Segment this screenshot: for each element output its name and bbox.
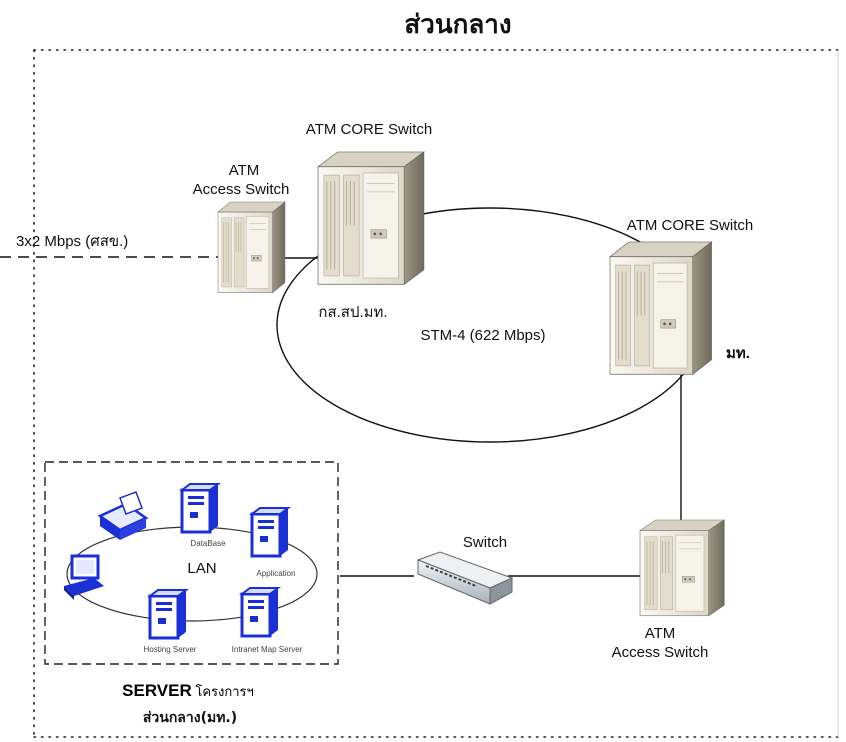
atm-core-switch-2: [609, 241, 713, 375]
intranet-map-server-icon: [240, 586, 280, 638]
access-switch-top-label-line1: ATM: [229, 162, 260, 179]
external-link-label: 3x2 Mbps (ศสข.): [16, 233, 128, 250]
lan-server-box: [44, 461, 339, 665]
core-switch-2-site-label: มท.: [726, 345, 750, 362]
lan-label: LAN: [187, 560, 216, 577]
application-server-label: Application: [256, 569, 295, 578]
hosting-server-icon: [148, 588, 188, 640]
atm-access-switch-top: [217, 201, 286, 294]
core-switch-1-site-label: กส.สป.มท.: [318, 304, 387, 321]
server-caption-bold: SERVER: [122, 681, 192, 700]
hosting-server-label: Hosting Server: [144, 645, 197, 654]
database-server-icon: [180, 482, 220, 534]
core-switch-2-label: ATM CORE Switch: [627, 217, 753, 234]
intranet-map-server-label: Intranet Map Server: [232, 645, 303, 654]
ethernet-switch: [416, 551, 514, 605]
ring-speed-label: STM-4 (622 Mbps): [420, 327, 545, 344]
switch-label: Switch: [463, 534, 507, 551]
application-server-icon: [250, 506, 290, 558]
server-caption-rest: โครงการฯ: [192, 684, 254, 699]
diagram-title: ส่วนกลาง: [404, 10, 511, 40]
server-caption-line1: SERVER โครงการฯ: [122, 681, 254, 700]
core-switch-1-label: ATM CORE Switch: [306, 121, 432, 138]
database-server-label: DataBase: [190, 539, 226, 548]
atm-access-switch-bottom: [639, 519, 725, 617]
access-switch-bottom-label-line2: Access Switch: [612, 644, 709, 661]
atm-core-switch-1: [317, 151, 425, 285]
site-frame: [33, 49, 839, 738]
access-switch-bottom-label-line1: ATM: [645, 625, 676, 642]
access-switch-top-label-line2: Access Switch: [193, 181, 290, 198]
printer-icon: [97, 491, 149, 540]
workstation-icon: [64, 554, 104, 600]
server-caption-line2: ส่วนกลาง(มท.): [143, 710, 237, 726]
